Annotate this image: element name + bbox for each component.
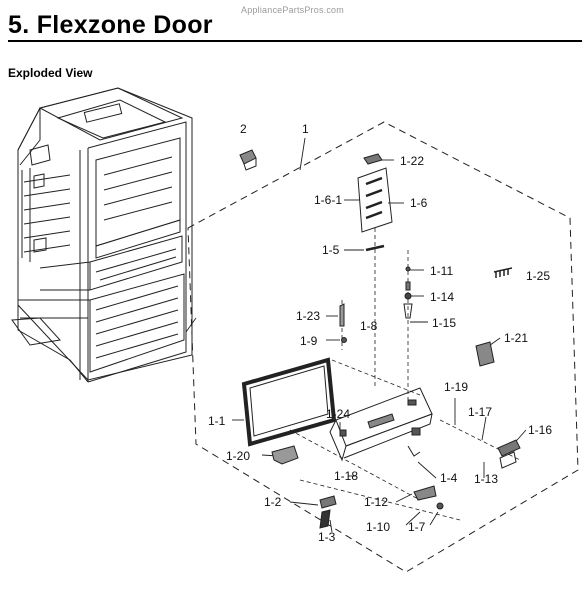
callout-1-22: 1-22 <box>400 154 424 168</box>
callout-1-8: 1-8 <box>360 319 378 333</box>
exploded-region-outline <box>187 121 579 573</box>
callout-1-9: 1-9 <box>300 334 318 348</box>
callout-1-11: 1-11 <box>430 264 453 278</box>
page-title: 5. Flexzone Door <box>8 11 213 39</box>
part-1-9 <box>341 337 347 343</box>
callout-1-19: 1-19 <box>444 380 468 394</box>
section-subtitle: Exploded View <box>8 66 93 80</box>
part-2-bracket <box>239 149 257 171</box>
part-1-12 <box>413 485 437 501</box>
part-1-1-frame <box>241 357 337 447</box>
parts <box>239 149 521 529</box>
callout-1-13: 1-13 <box>474 472 498 486</box>
callout-1: 1 <box>302 122 309 136</box>
part-door-handle-body <box>329 387 433 462</box>
part-1-24 <box>307 423 319 429</box>
callout-1-4: 1-4 <box>440 471 458 485</box>
part-1-23-pin <box>339 303 345 327</box>
watermark: AppliancePartsPros.com <box>241 5 344 15</box>
callout-1-5: 1-5 <box>322 243 340 257</box>
callout-1-15: 1-15 <box>432 316 456 330</box>
callout-1-12: 1-12 <box>364 495 388 509</box>
callout-1-3: 1-3 <box>318 530 336 544</box>
callout-labels: 2 1 1-22 1-6-1 1-6 1-5 1-11 1-25 1-14 1-… <box>208 122 552 544</box>
callout-1-21: 1-21 <box>504 331 528 345</box>
part-1-6-panel <box>357 167 393 233</box>
part-1-7 <box>436 502 444 510</box>
callout-1-2: 1-2 <box>264 495 282 509</box>
callout-2: 2 <box>240 122 247 136</box>
callout-1-18: 1-18 <box>334 469 358 483</box>
part-1-11-1-14-1-15-stack <box>403 266 413 319</box>
callout-1-16: 1-16 <box>528 423 552 437</box>
callout-1-14: 1-14 <box>430 290 454 304</box>
callout-1-24: 1-24 <box>326 407 350 421</box>
callout-1-7: 1-7 <box>408 520 426 534</box>
part-1-5-strip <box>365 244 385 252</box>
callout-1-17: 1-17 <box>468 405 492 419</box>
part-1-21 <box>475 341 495 367</box>
callout-1-23: 1-23 <box>296 309 320 323</box>
callout-1-25: 1-25 <box>526 269 550 283</box>
part-1-20-hinge <box>271 445 299 465</box>
part-1-4-wire <box>407 445 421 457</box>
leader-lines <box>185 137 527 533</box>
part-1-22-cover <box>363 153 383 165</box>
callout-1-1: 1-1 <box>208 414 226 428</box>
callout-1-6: 1-6 <box>410 196 428 210</box>
part-1-16-1-13 <box>497 439 521 469</box>
callout-1-20: 1-20 <box>226 449 250 463</box>
refrigerator-cabinet-drawing <box>11 87 193 383</box>
part-1-25-screws <box>493 267 513 278</box>
callout-1-10: 1-10 <box>366 520 390 534</box>
callout-1-6-1: 1-6-1 <box>314 193 342 207</box>
title-underline <box>8 40 582 42</box>
part-1-2-1-3 <box>319 495 337 529</box>
